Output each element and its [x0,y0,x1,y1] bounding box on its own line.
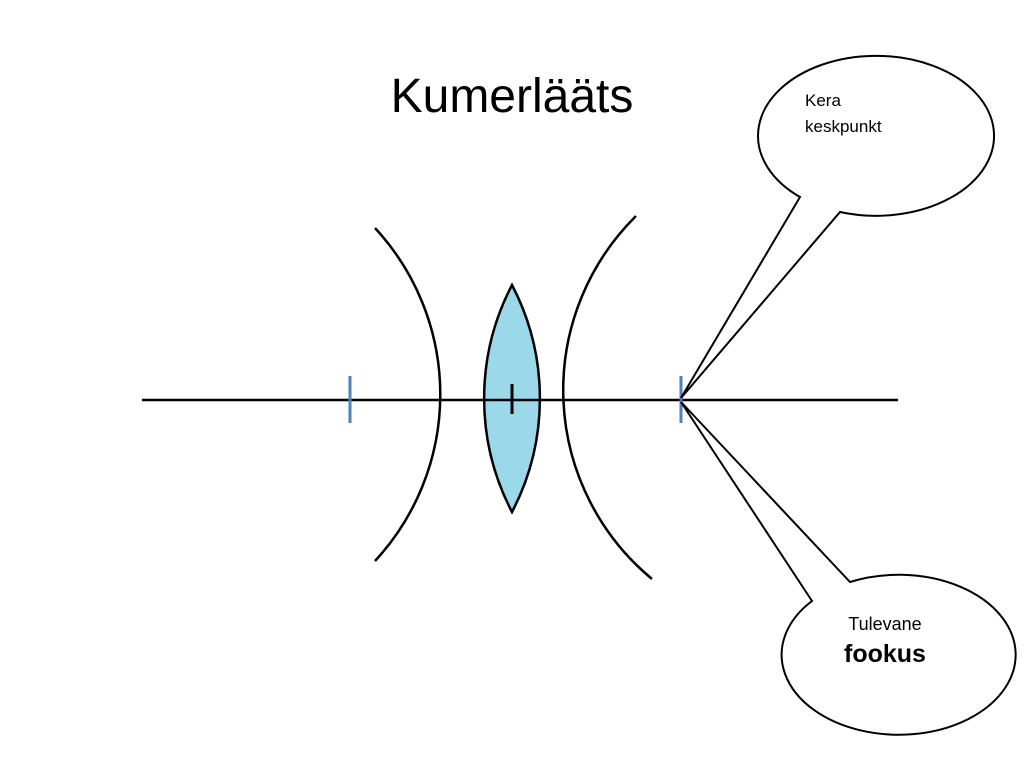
sphere-arc-right [561,215,653,580]
lens-outline [482,282,542,515]
callout-bottom-line1: Tulevane [848,614,922,634]
callout-top-line2: keskpunkt [805,117,882,136]
callout-top-line1: Kera [805,91,841,110]
slide-title: Kumerlääts [390,70,634,123]
callout-center-of-sphere: Kera keskpunkt [805,88,945,140]
callout-future-focus: Tulevane fookus [820,610,950,670]
sphere-arc-left [374,227,442,562]
callout-bubble-top [680,54,995,399]
callout-bubble-bottom [680,401,1017,736]
callout-bottom-line2: fookus [844,640,926,668]
